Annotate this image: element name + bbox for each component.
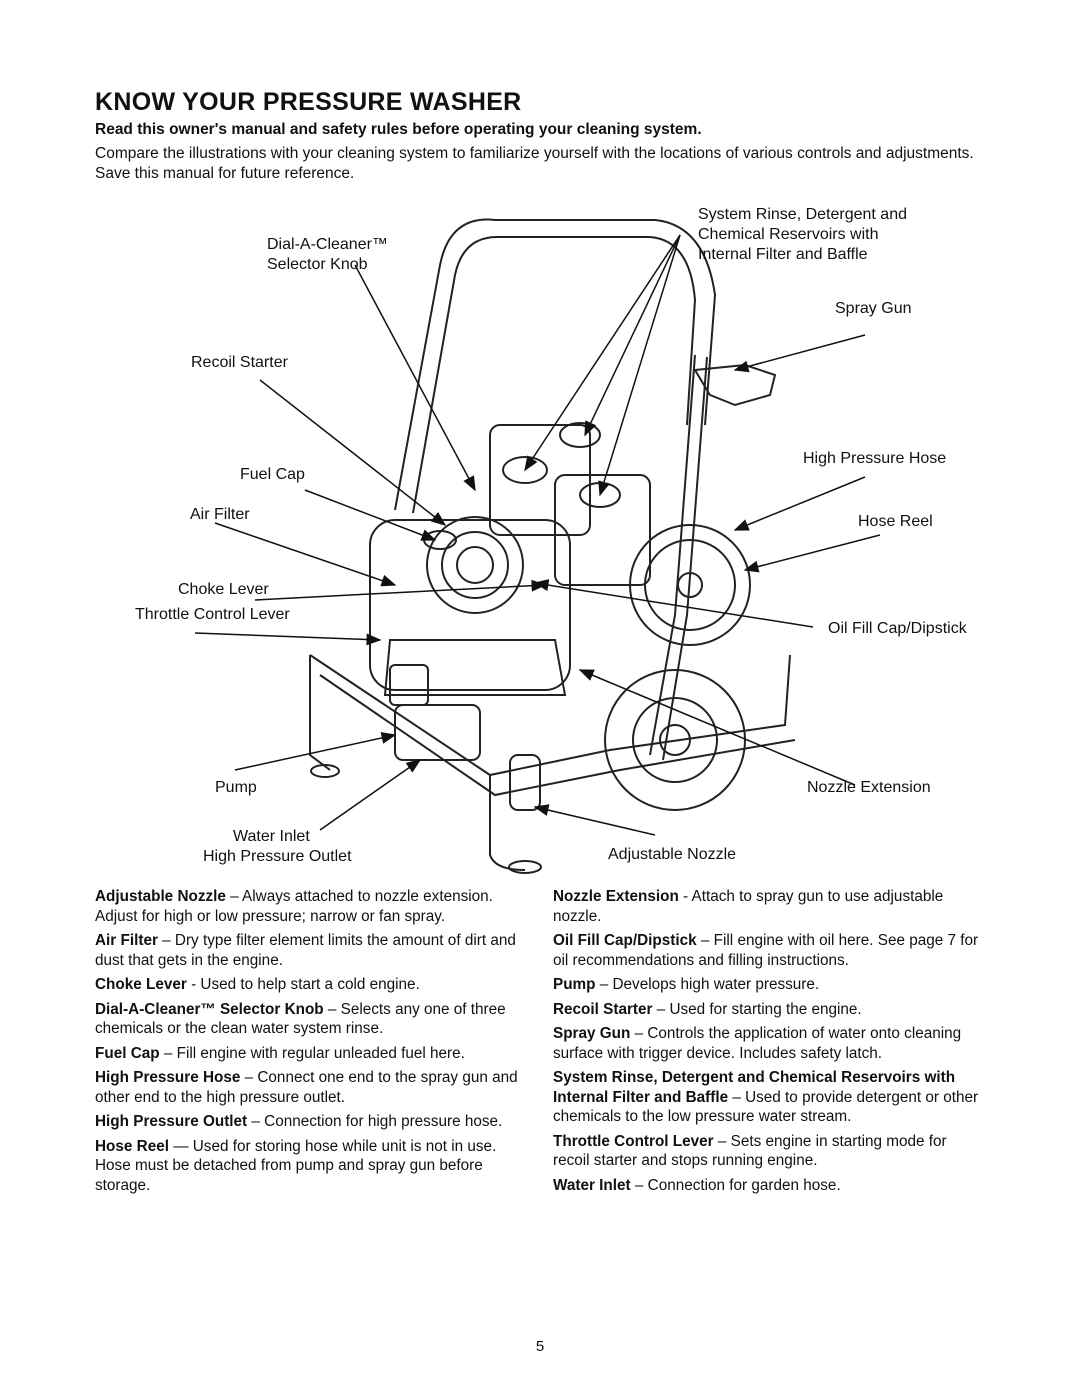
label-high-pressure-outlet: High Pressure Outlet (203, 848, 352, 865)
description-text: – Sets engine in starting mode for recoi… (553, 1132, 947, 1170)
description-text: – Selects any one of three chemicals or … (95, 1000, 506, 1038)
description-term: Water Inlet (553, 1176, 631, 1194)
label-system-rinse-reservoirs: System Rinse, Detergent and Chemical Res… (698, 206, 907, 263)
description-term: High Pressure Hose (95, 1069, 241, 1086)
label-water-inlet: Water Inlet (233, 828, 310, 845)
description-term: High Pressure Outlet (95, 1113, 248, 1130)
pressure-washer-diagram: Dial-A-Cleaner™ Selector Knob Recoil Sta… (95, 195, 985, 880)
description-term: Throttle Control Lever (553, 1132, 714, 1150)
label-oil-fill-cap-dipstick: Oil Fill Cap/Dipstick (828, 620, 967, 637)
description-entry: Dial-A-Cleaner™ Selector Knob – Selects … (95, 1000, 525, 1039)
label-air-filter: Air Filter (190, 506, 250, 523)
description-text: – Dry type filter element limits the amo… (95, 932, 516, 969)
description-text: – Develops high water pressure. (595, 976, 820, 993)
description-entry: Fuel Cap – Fill engine with regular unle… (95, 1044, 525, 1064)
description-text: - Used to help start a cold engine. (186, 976, 420, 993)
label-hose-reel: Hose Reel (858, 513, 933, 530)
description-entry: Nozzle Extension - Attach to spray gun t… (553, 887, 983, 926)
description-term: Recoil Starter (553, 1000, 653, 1018)
description-entry: Air Filter – Dry type filter element lim… (95, 931, 525, 970)
description-entry: Throttle Control Lever – Sets engine in … (553, 1132, 983, 1171)
description-text: – Connection for garden hose. (630, 1176, 841, 1194)
description-term: System Rinse, Detergent and Chemical Res… (553, 1069, 956, 1106)
safety-instruction: Read this owner's manual and safety rule… (95, 121, 702, 138)
label-high-pressure-hose: High Pressure Hose (803, 450, 947, 467)
description-entry: Recoil Starter – Used for starting the e… (553, 1000, 983, 1020)
description-term: Nozzle Extension (553, 888, 679, 905)
description-term: Pump (553, 976, 596, 993)
label-throttle-control-lever: Throttle Control Lever (135, 606, 290, 623)
description-term: Oil Fill Cap/Dipstick (553, 932, 697, 949)
intro-paragraph: Compare the illustrations with your clea… (95, 145, 974, 182)
description-entry: High Pressure Hose – Connect one end to … (95, 1068, 525, 1107)
description-term: Spray Gun (553, 1025, 631, 1042)
label-fuel-cap: Fuel Cap (240, 466, 305, 483)
description-text: – Always attached to nozzle extension. A… (95, 888, 493, 925)
description-term: Dial-A-Cleaner™ Selector Knob (95, 1000, 324, 1018)
description-term: Choke Lever (95, 976, 187, 993)
description-text: – Used for starting the engine. (652, 1000, 862, 1018)
description-entry: High Pressure Outlet – Connection for hi… (95, 1112, 525, 1132)
label-dial-a-cleaner: Dial-A-Cleaner™ Selector Knob (267, 236, 388, 273)
description-text: - Attach to spray gun to use adjustable … (553, 888, 944, 925)
description-text: – Connection for high pressure hose. (247, 1113, 503, 1130)
description-text: – Connect one end to the spray gun and o… (95, 1069, 518, 1106)
description-entry: Oil Fill Cap/Dipstick – Fill engine with… (553, 931, 983, 970)
label-adjustable-nozzle: Adjustable Nozzle (608, 846, 737, 863)
label-nozzle-extension: Nozzle Extension (807, 779, 931, 796)
description-text: – Controls the application of water onto… (553, 1025, 962, 1062)
description-entry: Water Inlet – Connection for garden hose… (553, 1176, 983, 1196)
description-entry: System Rinse, Detergent and Chemical Res… (553, 1068, 983, 1127)
pressure-washer-illustration (194, 218, 881, 874)
description-term: Hose Reel (95, 1137, 169, 1155)
label-choke-lever: Choke Lever (178, 581, 269, 598)
description-text: – Fill engine with oil here. See page 7 … (553, 932, 979, 969)
label-pump: Pump (215, 779, 257, 796)
label-spray-gun: Spray Gun (835, 300, 912, 317)
page-number: 5 (535, 1338, 545, 1355)
description-term: Adjustable Nozzle (95, 888, 226, 905)
descriptions-right-column: Nozzle Extension - Attach to spray gun t… (553, 887, 983, 1200)
description-text: – Fill engine with regular unleaded fuel… (159, 1044, 465, 1062)
description-entry: Pump – Develops high water pressure. (553, 975, 983, 995)
description-term: Fuel Cap (95, 1044, 160, 1062)
description-text: — Used for storing hose while unit is no… (95, 1137, 497, 1194)
page-title: KNOW YOUR PRESSURE WASHER (95, 88, 522, 116)
description-entry: Choke Lever - Used to help start a cold … (95, 975, 525, 995)
description-text: – Used to provide detergent or other che… (553, 1088, 979, 1126)
description-entry: Hose Reel — Used for storing hose while … (95, 1137, 525, 1196)
descriptions-left-column: Adjustable Nozzle – Always attached to n… (95, 887, 525, 1200)
description-term: Air Filter (95, 932, 158, 949)
description-entry: Spray Gun – Controls the application of … (553, 1024, 983, 1063)
label-recoil-starter: Recoil Starter (191, 354, 288, 371)
description-entry: Adjustable Nozzle – Always attached to n… (95, 887, 525, 926)
